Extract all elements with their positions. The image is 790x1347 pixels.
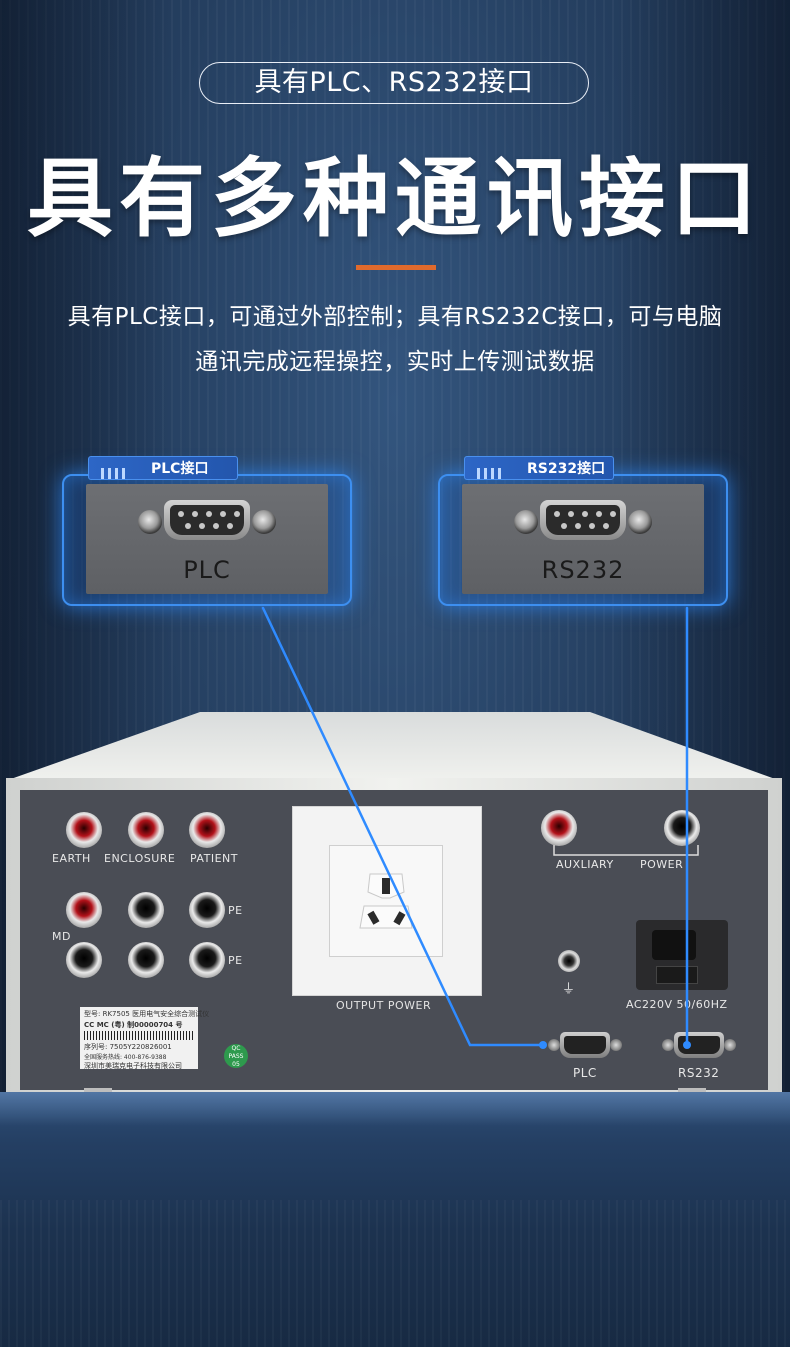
ac-label: AC220V 50/60HZ [626,998,728,1011]
md-terminal-black-1 [128,892,164,928]
patient-label: PATIENT [190,852,238,865]
sticker-company: 深圳市美瑞克电子科技有限公司 [84,1062,182,1070]
connector-plate-label: PLC [183,556,231,584]
pe-label-1: PE [228,904,243,917]
connector-plate: RS232 [462,484,704,594]
outlet-socket-icon [329,845,443,957]
connector-plate: PLC [86,484,328,594]
auxliary-label: AUXLIARY [556,858,614,871]
qc-badge-line-2: PASS [228,1053,244,1060]
enclosure-label: ENCLOSURE [104,852,176,865]
md-terminal-black-3 [128,942,164,978]
rs232-port [662,1032,736,1058]
tab-bars-icon [477,463,517,479]
md-label: MD [52,930,71,943]
description-line-1: 具有PLC接口，可通过外部控制；具有RS232C接口，可与电脑 [67,304,723,330]
auxliary-terminal [541,810,577,846]
power-terminal [664,810,700,846]
sticker-hotline: 全国服务热线: 400-876-9388 [84,1054,167,1061]
ground-symbol-icon: ⏚ [562,982,576,997]
qc-badge-line-1: QC [231,1045,241,1052]
callout-tab: PLC接口 [88,456,238,480]
plc-callout: PLC接口 PLC [62,456,352,606]
product-label-sticker: 型号: RK7505 医用电气安全综合测试仪 CC MC (粤) 制000007… [80,1007,209,1070]
accent-divider [356,265,436,270]
earth-label: EARTH [52,852,91,865]
display-stage [0,1092,790,1347]
description-line-2: 通讯完成远程操控，实时上传测试数据 [195,349,595,375]
callout-tab-label: RS232接口 [527,461,606,477]
plc-port-label: PLC [573,1066,597,1080]
display-stage-rim [0,1092,790,1126]
terminal-bracket-line [553,845,699,856]
md-terminal-red [66,892,102,928]
page-headline: 具有多种通讯接口 [27,149,763,249]
rs232-callout: RS232接口 RS232 [438,456,728,606]
earth-terminal [66,812,102,848]
ground-screw-icon [558,950,580,972]
plc-connection-line [261,606,545,1047]
connector-plate-label: RS232 [541,556,625,584]
display-stage-lines [0,1200,790,1347]
sticker-cert: CC MC (粤) 制00000704 号 [84,1021,183,1029]
sticker-serial: 序列号: 7505Y220826001 [84,1043,172,1051]
qc-pass-badge: QC PASS 05 [224,1044,248,1068]
patient-terminal [189,812,225,848]
db9-connector-icon [138,498,276,542]
feature-pill: 具有PLC、RS232接口 [199,62,589,104]
output-power-outlet [292,806,482,996]
db9-connector-icon [514,498,652,542]
plc-port [548,1032,622,1058]
enclosure-terminal [128,812,164,848]
qc-badge-line-3: 05 [232,1061,240,1068]
pe-label-2: PE [228,954,243,967]
callout-tab: RS232接口 [464,456,614,480]
barcode-icon [84,1031,194,1040]
power-label: POWER [640,858,684,871]
pe-terminal-2 [189,942,225,978]
rs232-port-label: RS232 [678,1066,720,1080]
md-terminal-black-2 [66,942,102,978]
callout-tab-label: PLC接口 [151,461,209,477]
tab-bars-icon [101,463,141,479]
device-top-surface [8,712,778,780]
sticker-model: 型号: RK7505 医用电气安全综合测试仪 [84,1010,210,1018]
pe-terminal-1 [189,892,225,928]
outlet-label: OUTPUT POWER [336,999,432,1012]
